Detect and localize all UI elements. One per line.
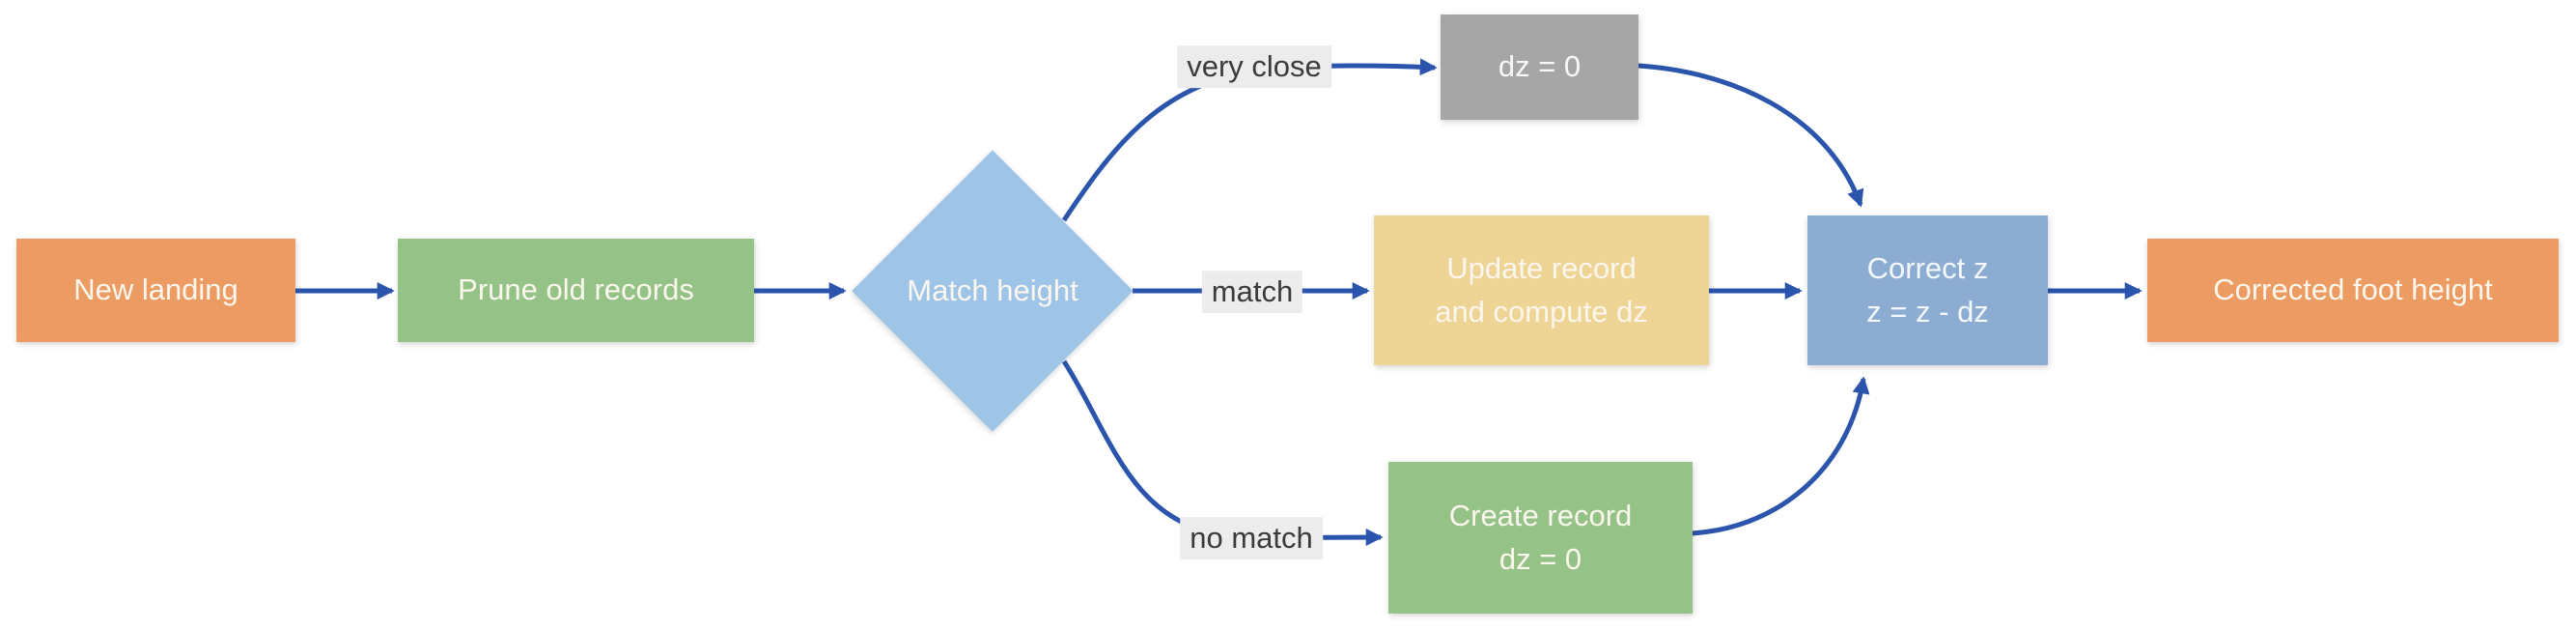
node-update-record: Update record and compute dz [1374,215,1709,365]
node-prune-old-records: Prune old records [398,239,754,342]
node-dz-zero: dz = 0 [1441,14,1638,120]
node-correct-z-line1: Correct z [1866,251,1989,286]
node-update-record-line2: and compute dz [1435,294,1648,329]
node-corrected-foot-height: Corrected foot height [2147,239,2559,342]
node-match-height: Match height [852,150,1134,432]
node-correct-z-line2: z = z - dz [1866,294,1989,329]
node-dz-zero-label: dz = 0 [1498,49,1582,84]
node-update-record-line1: Update record [1446,251,1637,286]
node-correct-z: Correct z z = z - dz [1807,215,2048,365]
node-prune-old-records-label: Prune old records [458,272,694,307]
node-create-record-line1: Create record [1448,499,1633,533]
edge-matchheight-create-no-match [1061,359,1384,547]
edge-label-very-close: very close [1177,45,1331,88]
edge-label-no-match: no match [1180,517,1323,559]
node-create-record: Create record dz = 0 [1388,462,1693,614]
edge-dzzero-correctz [1638,63,1864,208]
node-corrected-foot-height-label: Corrected foot height [2213,272,2493,307]
node-match-height-label: Match height [907,273,1078,307]
edge-create-correctz [1692,376,1870,536]
node-new-landing-label: New landing [73,272,238,307]
edge-label-match: match [1201,271,1303,313]
node-create-record-line2: dz = 0 [1498,541,1582,576]
node-new-landing: New landing [16,239,295,342]
edge-matchheight-dzzero-very-close [1061,58,1438,222]
